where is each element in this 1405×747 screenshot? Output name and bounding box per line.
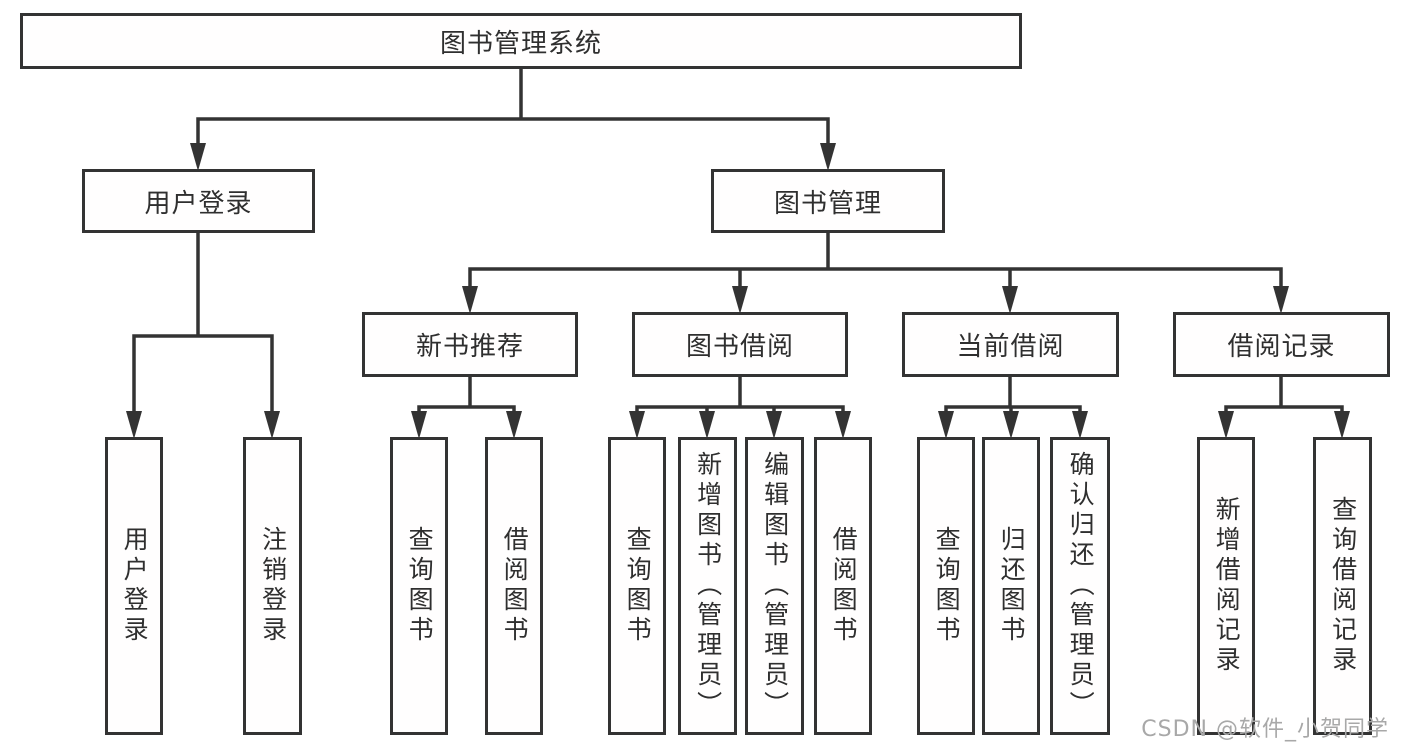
leaf-user-login: 用户登录 xyxy=(105,437,163,735)
leaf-cb-return-books: 归还图书 xyxy=(982,437,1040,735)
leaf-nbr-borrow-books: 借阅图书 xyxy=(485,437,543,735)
node-library-management-system: 图书管理系统 xyxy=(20,13,1022,69)
leaf-bb-edit-books-admin: 编辑图书（管理员） xyxy=(745,437,804,735)
leaf-cb-confirm-return-admin: 确认归还（管理员） xyxy=(1050,437,1110,735)
node-user-login: 用户登录 xyxy=(82,169,315,233)
leaf-bb-borrow-books: 借阅图书 xyxy=(814,437,872,735)
leaf-br-add-record: 新增借阅记录 xyxy=(1197,437,1255,735)
watermark: CSDN @软件_小贺同学 xyxy=(1141,717,1389,742)
connector-paths xyxy=(132,66,1344,418)
leaf-bb-query-books: 查询图书 xyxy=(608,437,666,735)
node-book-borrowing: 图书借阅 xyxy=(632,312,848,377)
node-book-management: 图书管理 xyxy=(711,169,945,233)
leaf-br-query-record: 查询借阅记录 xyxy=(1313,437,1372,735)
node-new-book-recommendation: 新书推荐 xyxy=(362,312,578,377)
node-borrowing-records: 借阅记录 xyxy=(1173,312,1390,377)
leaf-cb-query-books: 查询图书 xyxy=(917,437,975,735)
leaf-logout: 注销登录 xyxy=(243,437,302,735)
node-current-borrowing: 当前借阅 xyxy=(902,312,1119,377)
leaf-bb-add-books-admin: 新增图书（管理员） xyxy=(678,437,737,735)
leaf-nbr-query-books: 查询图书 xyxy=(390,437,448,735)
arrowheads xyxy=(126,143,1350,439)
